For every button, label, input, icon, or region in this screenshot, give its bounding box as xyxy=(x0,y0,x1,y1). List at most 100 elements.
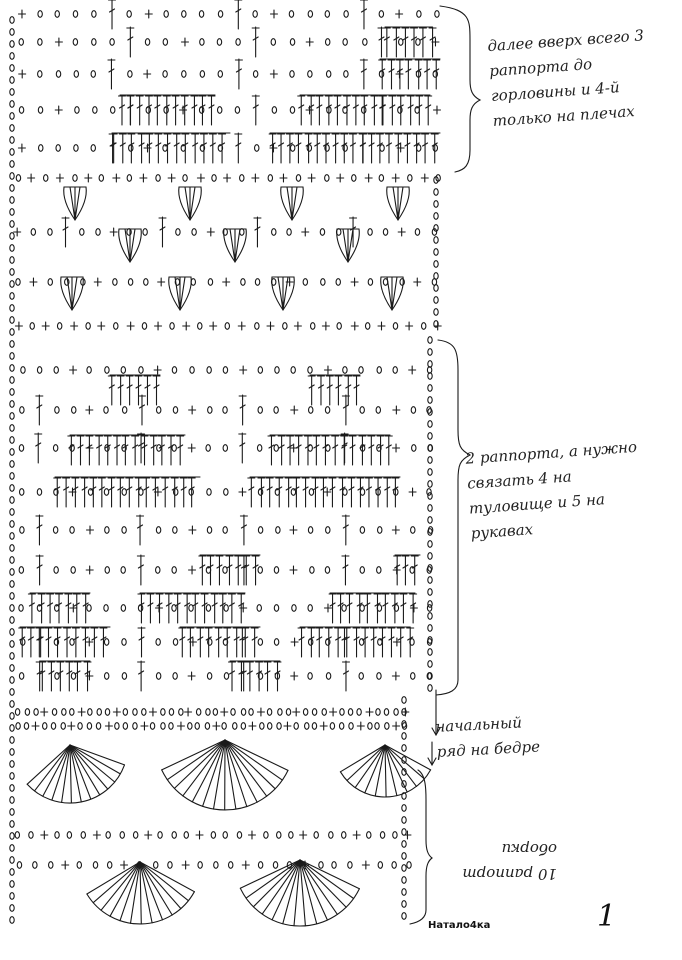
chain-stitch xyxy=(9,820,15,828)
double-crochet xyxy=(311,476,320,508)
chain-stitch xyxy=(178,708,184,716)
chain-stitch xyxy=(401,828,407,836)
single-crochet xyxy=(69,603,78,613)
chain-stitch xyxy=(433,224,439,232)
single-crochet xyxy=(251,173,260,183)
chain-stitch xyxy=(95,722,102,730)
chain-stitch xyxy=(336,322,342,330)
double-crochet xyxy=(392,26,401,58)
chain-stitch xyxy=(288,831,294,839)
double-crochet xyxy=(284,476,293,508)
chain-stitch xyxy=(152,861,159,869)
chain-stitch xyxy=(79,228,85,236)
chain-stitch xyxy=(9,724,15,732)
double-crochet xyxy=(307,374,316,406)
chain-stitch xyxy=(366,831,372,839)
chain-stitch xyxy=(427,444,433,452)
chain-stitch xyxy=(433,200,439,208)
chain-stitch xyxy=(9,280,15,288)
ruffle-stitch xyxy=(69,744,72,804)
chain-stitch xyxy=(348,722,354,730)
double-crochet xyxy=(191,132,200,164)
double-crochet xyxy=(107,0,117,30)
chain-stitch xyxy=(9,436,15,444)
chain-stitch xyxy=(9,760,15,768)
double-crochet xyxy=(367,132,376,164)
chain-stitch xyxy=(343,10,349,18)
double-crochet xyxy=(227,660,237,692)
double-crochet xyxy=(251,26,260,58)
chain-stitch xyxy=(16,861,23,869)
chain-stitch xyxy=(216,106,223,114)
chain-stitch xyxy=(9,352,15,360)
chain-stitch xyxy=(199,144,206,152)
double-crochet xyxy=(109,132,118,164)
single-crochet xyxy=(126,321,135,331)
ruffle-stitch xyxy=(69,744,126,766)
single-crochet xyxy=(14,321,23,331)
single-crochet xyxy=(289,565,298,575)
chain-stitch xyxy=(9,784,15,792)
chain-stitch xyxy=(339,708,345,716)
chain-stitch xyxy=(401,792,407,800)
chain-stitch xyxy=(181,10,187,18)
chain-stitch xyxy=(420,322,427,330)
author-signature: Натало4ка xyxy=(428,920,491,931)
double-crochet xyxy=(117,94,127,126)
chain-stitch xyxy=(303,722,310,730)
single-crochet xyxy=(153,365,162,375)
double-crochet xyxy=(53,626,62,658)
puff-stitch-lines xyxy=(69,186,81,221)
chain-stitch xyxy=(36,366,43,374)
single-crochet xyxy=(180,37,190,47)
chain-stitch xyxy=(86,366,92,374)
chain-stitch xyxy=(285,708,292,716)
double-crochet xyxy=(34,432,43,464)
chain-stitch xyxy=(427,420,433,428)
double-crochet xyxy=(171,94,180,126)
ruffle-stitch xyxy=(139,861,173,916)
chain-stitch xyxy=(9,664,15,672)
chain-stitch xyxy=(376,444,382,452)
double-crochet xyxy=(95,434,104,466)
chain-stitch xyxy=(171,604,177,612)
chain-stitch xyxy=(433,248,439,256)
double-crochet xyxy=(412,132,421,164)
ruffle-stitch xyxy=(299,859,338,915)
chain-stitch xyxy=(311,722,318,730)
chain-stitch xyxy=(120,566,126,574)
single-crochet xyxy=(283,721,292,731)
chain-stitch xyxy=(401,912,407,920)
double-crochet xyxy=(237,592,246,624)
chain-stitch xyxy=(392,366,398,374)
chain-stitch xyxy=(141,322,148,330)
chain-stitch xyxy=(54,672,60,680)
chain-stitch xyxy=(9,748,15,756)
chain-stitch xyxy=(358,366,364,374)
chain-stitch xyxy=(143,278,149,286)
chain-stitch xyxy=(56,322,63,330)
double-crochet xyxy=(126,26,135,58)
chain-stitch xyxy=(311,708,318,716)
chain-stitch xyxy=(207,638,213,646)
chain-stitch xyxy=(415,38,421,46)
chain-stitch xyxy=(15,278,21,286)
chain-stitch xyxy=(9,736,15,744)
chain-stitch xyxy=(9,316,15,324)
chain-stitch xyxy=(9,196,15,204)
double-crochet xyxy=(163,132,172,164)
chain-stitch xyxy=(426,488,432,496)
chain-stitch xyxy=(252,10,258,18)
chain-stitch xyxy=(188,604,194,612)
chain-stitch xyxy=(307,526,314,534)
double-crochet xyxy=(384,434,393,466)
chain-stitch xyxy=(302,708,309,716)
chain-stitch xyxy=(426,406,432,414)
double-crochet xyxy=(135,514,145,546)
puff-stitch-lines xyxy=(124,228,136,263)
chain-stitch xyxy=(171,366,178,374)
chain-stitch xyxy=(276,831,282,839)
double-crochet xyxy=(135,94,144,126)
chain-stitch xyxy=(207,406,213,414)
